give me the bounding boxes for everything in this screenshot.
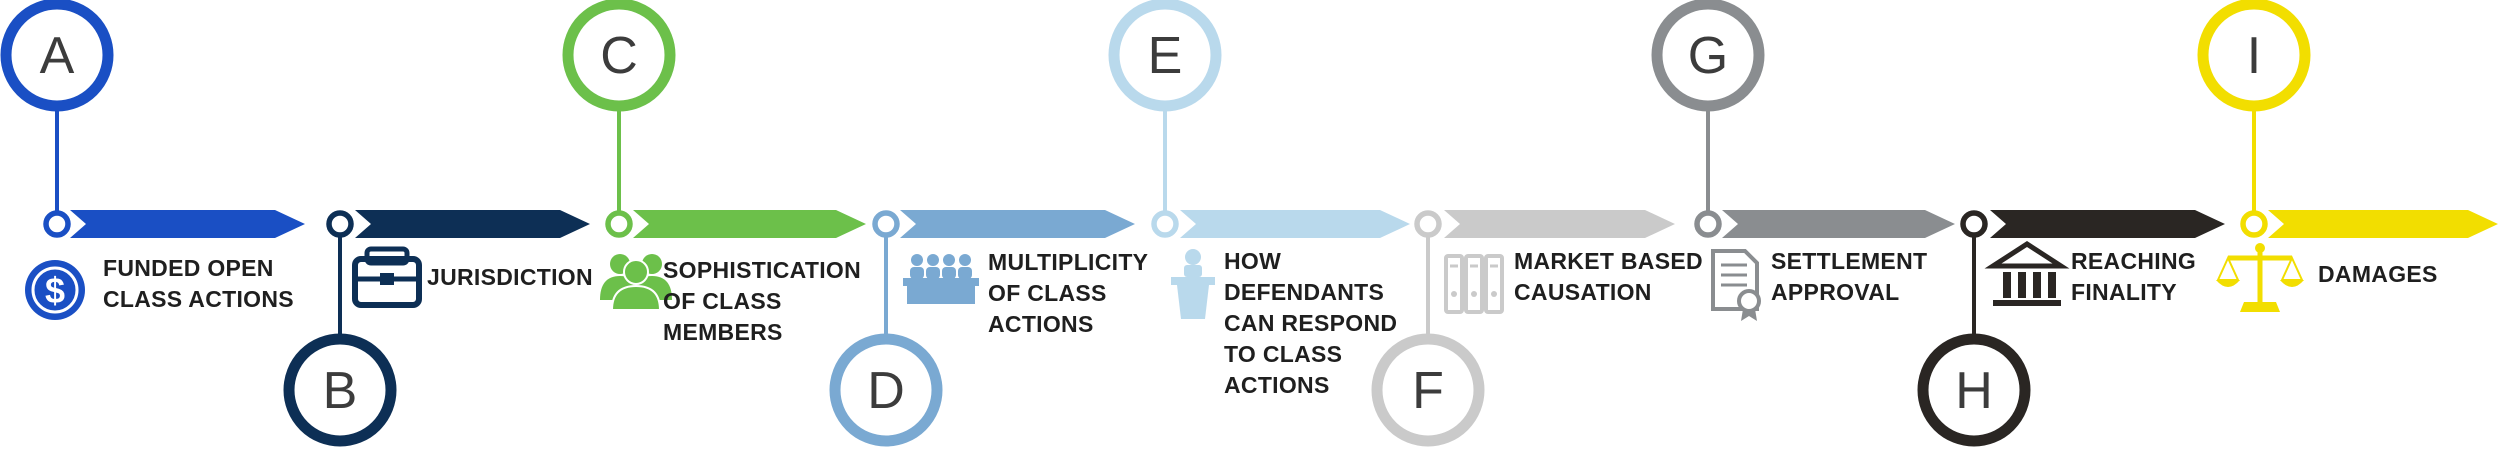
- binders-icon: [1444, 254, 1504, 314]
- dollar-coin-icon: $: [25, 260, 85, 320]
- letter-marker-h: [1917, 333, 2031, 447]
- letter-marker-a: [0, 0, 114, 112]
- step-label-d: MULTIPLICITY OF CLASS ACTIONS: [988, 249, 1149, 337]
- marker-letter-i: I: [2247, 27, 2261, 85]
- marker-letter-e: E: [1148, 27, 1183, 85]
- arrow-segment-a: [70, 210, 305, 238]
- step-label-b: JURISDICTION: [427, 264, 593, 290]
- people-group-icon: [600, 254, 672, 311]
- step-label-c: SOPHISTICATION OF CLASS MEMBERS: [663, 257, 862, 345]
- step-label-f: MARKET BASED CAUSATION: [1514, 248, 1703, 305]
- letter-marker-i: [2197, 0, 2311, 112]
- timeline-icons: $: [25, 241, 2304, 321]
- timeline-connectors: [43, 106, 2268, 339]
- timeline-node-e: [1151, 210, 1179, 238]
- step-label-g: SETTLEMENT APPROVAL: [1771, 248, 1928, 305]
- letter-marker-g: [1651, 0, 1765, 112]
- step-label-i: DAMAGES: [2318, 261, 2438, 287]
- marker-letter-b: B: [323, 362, 358, 420]
- timeline-node-c: [605, 210, 633, 238]
- timeline-node-b: [326, 210, 354, 238]
- certificate-document-icon: [1711, 249, 1761, 321]
- scales-of-justice-icon: [2216, 243, 2304, 312]
- timeline-node-f: [1414, 210, 1442, 238]
- marker-letter-h: H: [1955, 362, 1993, 420]
- svg-text:$: $: [45, 270, 65, 311]
- arrow-segment-h: [1990, 210, 2225, 238]
- step-label-h: REACHING FINALITY: [2071, 248, 2197, 305]
- marker-letter-c: C: [600, 27, 638, 85]
- podium-speaker-icon: [1171, 249, 1215, 319]
- step-label-a: FUNDED OPEN CLASS ACTIONS: [103, 255, 294, 312]
- panel-table-icon: [903, 254, 979, 304]
- marker-letter-a: A: [40, 27, 75, 85]
- arrow-segment-g: [1722, 210, 1955, 238]
- arrow-segment-b: [355, 210, 590, 238]
- courthouse-icon: [1984, 241, 2070, 306]
- step-label-e: HOW DEFENDANTS CAN RESPOND TO CLASS ACTI…: [1224, 248, 1398, 398]
- arrow-segment-e: [1180, 210, 1410, 238]
- timeline-markers: A B C D E F G H I: [0, 0, 2311, 447]
- letter-marker-e: [1108, 0, 1222, 112]
- letter-marker-f: [1371, 333, 1485, 447]
- briefcase-icon: [352, 246, 422, 308]
- marker-letter-g: G: [1688, 27, 1728, 85]
- marker-letter-d: D: [867, 362, 905, 420]
- letter-marker-b: [283, 333, 397, 447]
- letter-marker-c: [562, 0, 676, 112]
- timeline-arrows: [70, 210, 2498, 238]
- timeline-node-d: [872, 210, 900, 238]
- arrow-segment-i: [2268, 210, 2498, 238]
- arrow-segment-c: [633, 210, 866, 238]
- timeline-node-h: [1960, 210, 1988, 238]
- arrow-segment-f: [1444, 210, 1675, 238]
- letter-marker-d: [829, 333, 943, 447]
- timeline-node-i: [2240, 210, 2268, 238]
- arrow-segment-d: [900, 210, 1135, 238]
- timeline-node-g: [1694, 210, 1722, 238]
- timeline-node-a: [43, 210, 71, 238]
- marker-letter-f: F: [1412, 362, 1444, 420]
